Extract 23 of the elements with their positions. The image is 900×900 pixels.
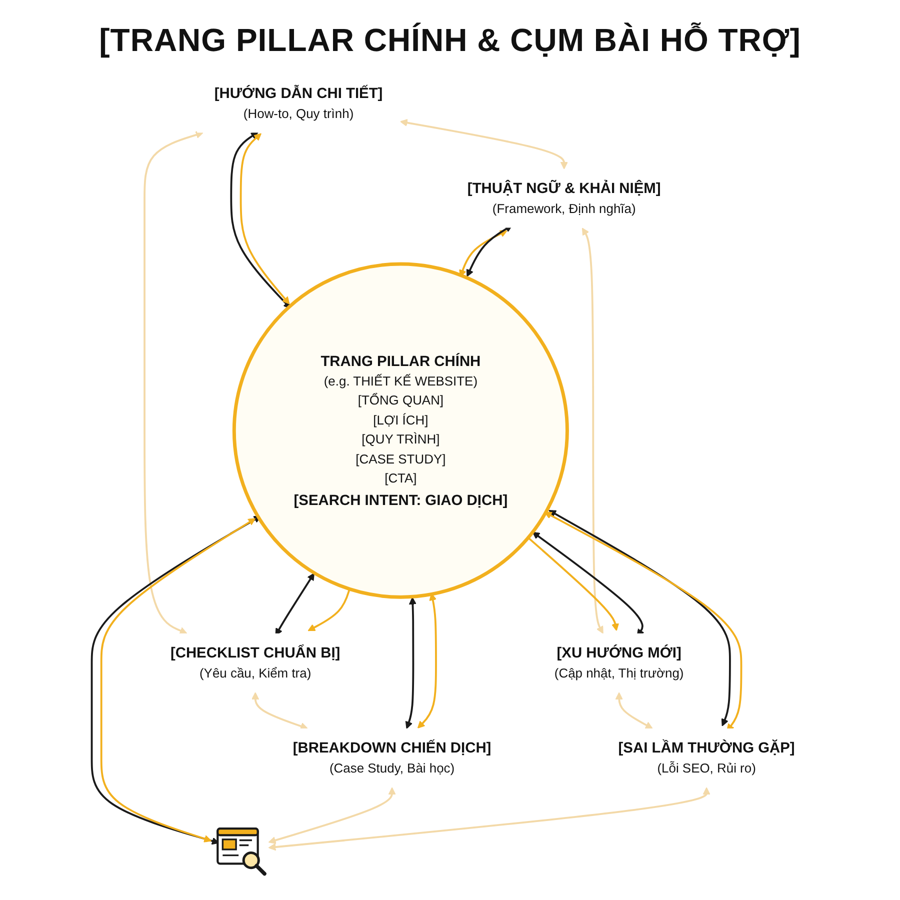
arrow (466, 225, 512, 277)
arrow (615, 692, 653, 729)
title: [TRANG PILLAR CHÍNH & CỤM BÀI HỖ TRỢ] (98, 21, 802, 60)
arrow (528, 537, 620, 632)
arrow (240, 133, 290, 304)
arrow (459, 230, 508, 278)
node-text: [XU HƯỚNG MỚI] (Cập nhật, Thị trường) (554, 644, 684, 680)
arrow (268, 787, 710, 851)
node-text: [SAI LẦM THƯỜNG GẶP] (Lỗi SEO, Rủi ro) (618, 740, 795, 776)
node-text: [BREAKDOWN CHIẾN DỊCH] (Case Study, Bài học) (292, 740, 492, 776)
arrow (230, 132, 291, 309)
arrow (405, 597, 416, 729)
arrow (400, 118, 568, 170)
arrow (268, 787, 396, 844)
arrow (252, 692, 308, 730)
arrow (144, 131, 204, 634)
node-text: [CHECKLIST CHUẨN BỊ] (Yêu cầu, Kiểm tra) (170, 644, 340, 680)
arrow (275, 572, 315, 636)
node-text: [THUẬT NGỮ & KHẢI NIỆM] (Framework, Định nghĩa) (467, 180, 661, 216)
arrow (582, 228, 604, 634)
node-circle: TRANG PILLAR CHÍNH (e.g. THIẾT KẾ WEBSITE) [TỔNG QUAN] [LỢI ÍCH] [QUY TRÌNH] [CASE STUDY] [CTA] [SEARCH INTENT: GIAO DỊCH] (232, 262, 569, 599)
node-text: [HƯỚNG DẪN CHI TIẾT] (How-to, Quy trình) (214, 85, 383, 122)
arrow (417, 593, 437, 728)
